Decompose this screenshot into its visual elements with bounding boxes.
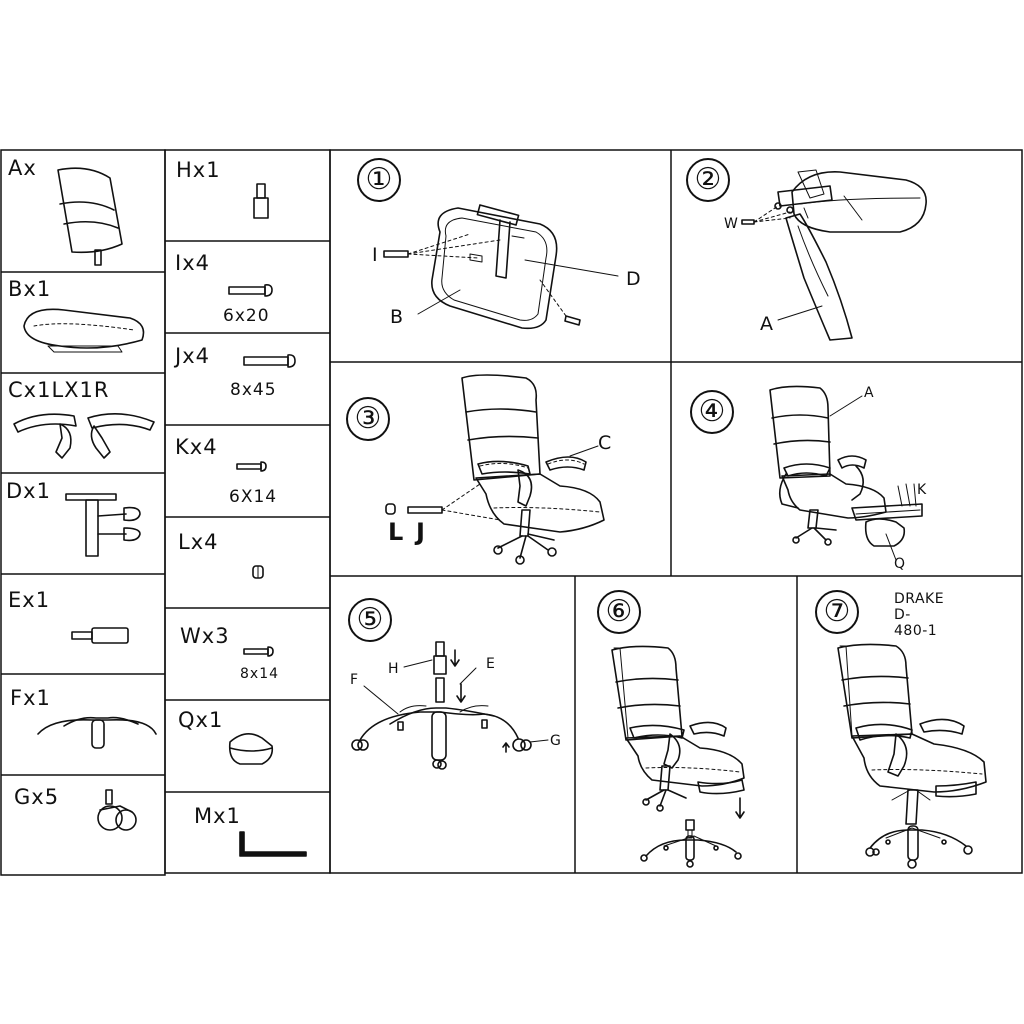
part-m-label: Mx1 [194,804,241,828]
part-l-label: Lx4 [178,530,219,554]
step-1-callout-d: D [626,268,641,290]
step-6-number: ⑥ [597,590,641,634]
part-a-label: Ax [8,156,37,180]
part-k-size: 6X14 [229,487,278,507]
part-j-size: 8x45 [230,380,277,400]
step-5-number: ⑤ [348,598,392,642]
part-w-size: 8x14 [240,666,280,682]
step-1-number: ① [357,158,401,202]
part-h-label: Hx1 [176,158,221,182]
part-j-label: Jx4 [175,344,210,368]
step-2-callout-a: A [760,313,773,335]
part-d-label: Dx1 [6,479,51,503]
step-1-callout-i: I [372,244,378,266]
part-q-label: Qx1 [178,708,224,732]
part-i-size: 6x20 [223,306,270,326]
step-4-callout-q: Q [894,556,906,572]
part-c-label: Cx1LX1R [8,378,110,402]
step-2-callout-w: W [724,216,738,232]
step-5-callout-h: H [388,661,399,677]
step-3-callout-j: J [416,518,425,546]
step-3-number: ③ [346,397,390,441]
part-g-label: Gx5 [14,785,60,809]
step-4-callout-a: A [864,385,874,401]
step-1-callout-b: B [390,306,404,328]
step-3-callout-c: C [598,432,612,454]
step-3-callout-l: L [388,518,404,546]
step-5-callout-g: G [550,733,561,749]
part-e-label: Ex1 [8,588,51,612]
step-7-number: ⑦ [815,590,859,634]
step-2-number: ② [686,158,730,202]
part-b-label: Bx1 [8,277,52,301]
part-w-label: Wx3 [180,624,230,648]
step-5-callout-e: E [486,656,495,672]
step-5-callout-f: F [350,672,359,688]
part-f-label: Fx1 [10,686,51,710]
part-i-label: Ix4 [175,251,210,275]
step-4-callout-k: K [917,482,927,498]
step-4-number: ④ [690,390,734,434]
model-name: DRAKE D-480-1 [894,591,945,639]
part-k-label: Kx4 [175,435,218,459]
